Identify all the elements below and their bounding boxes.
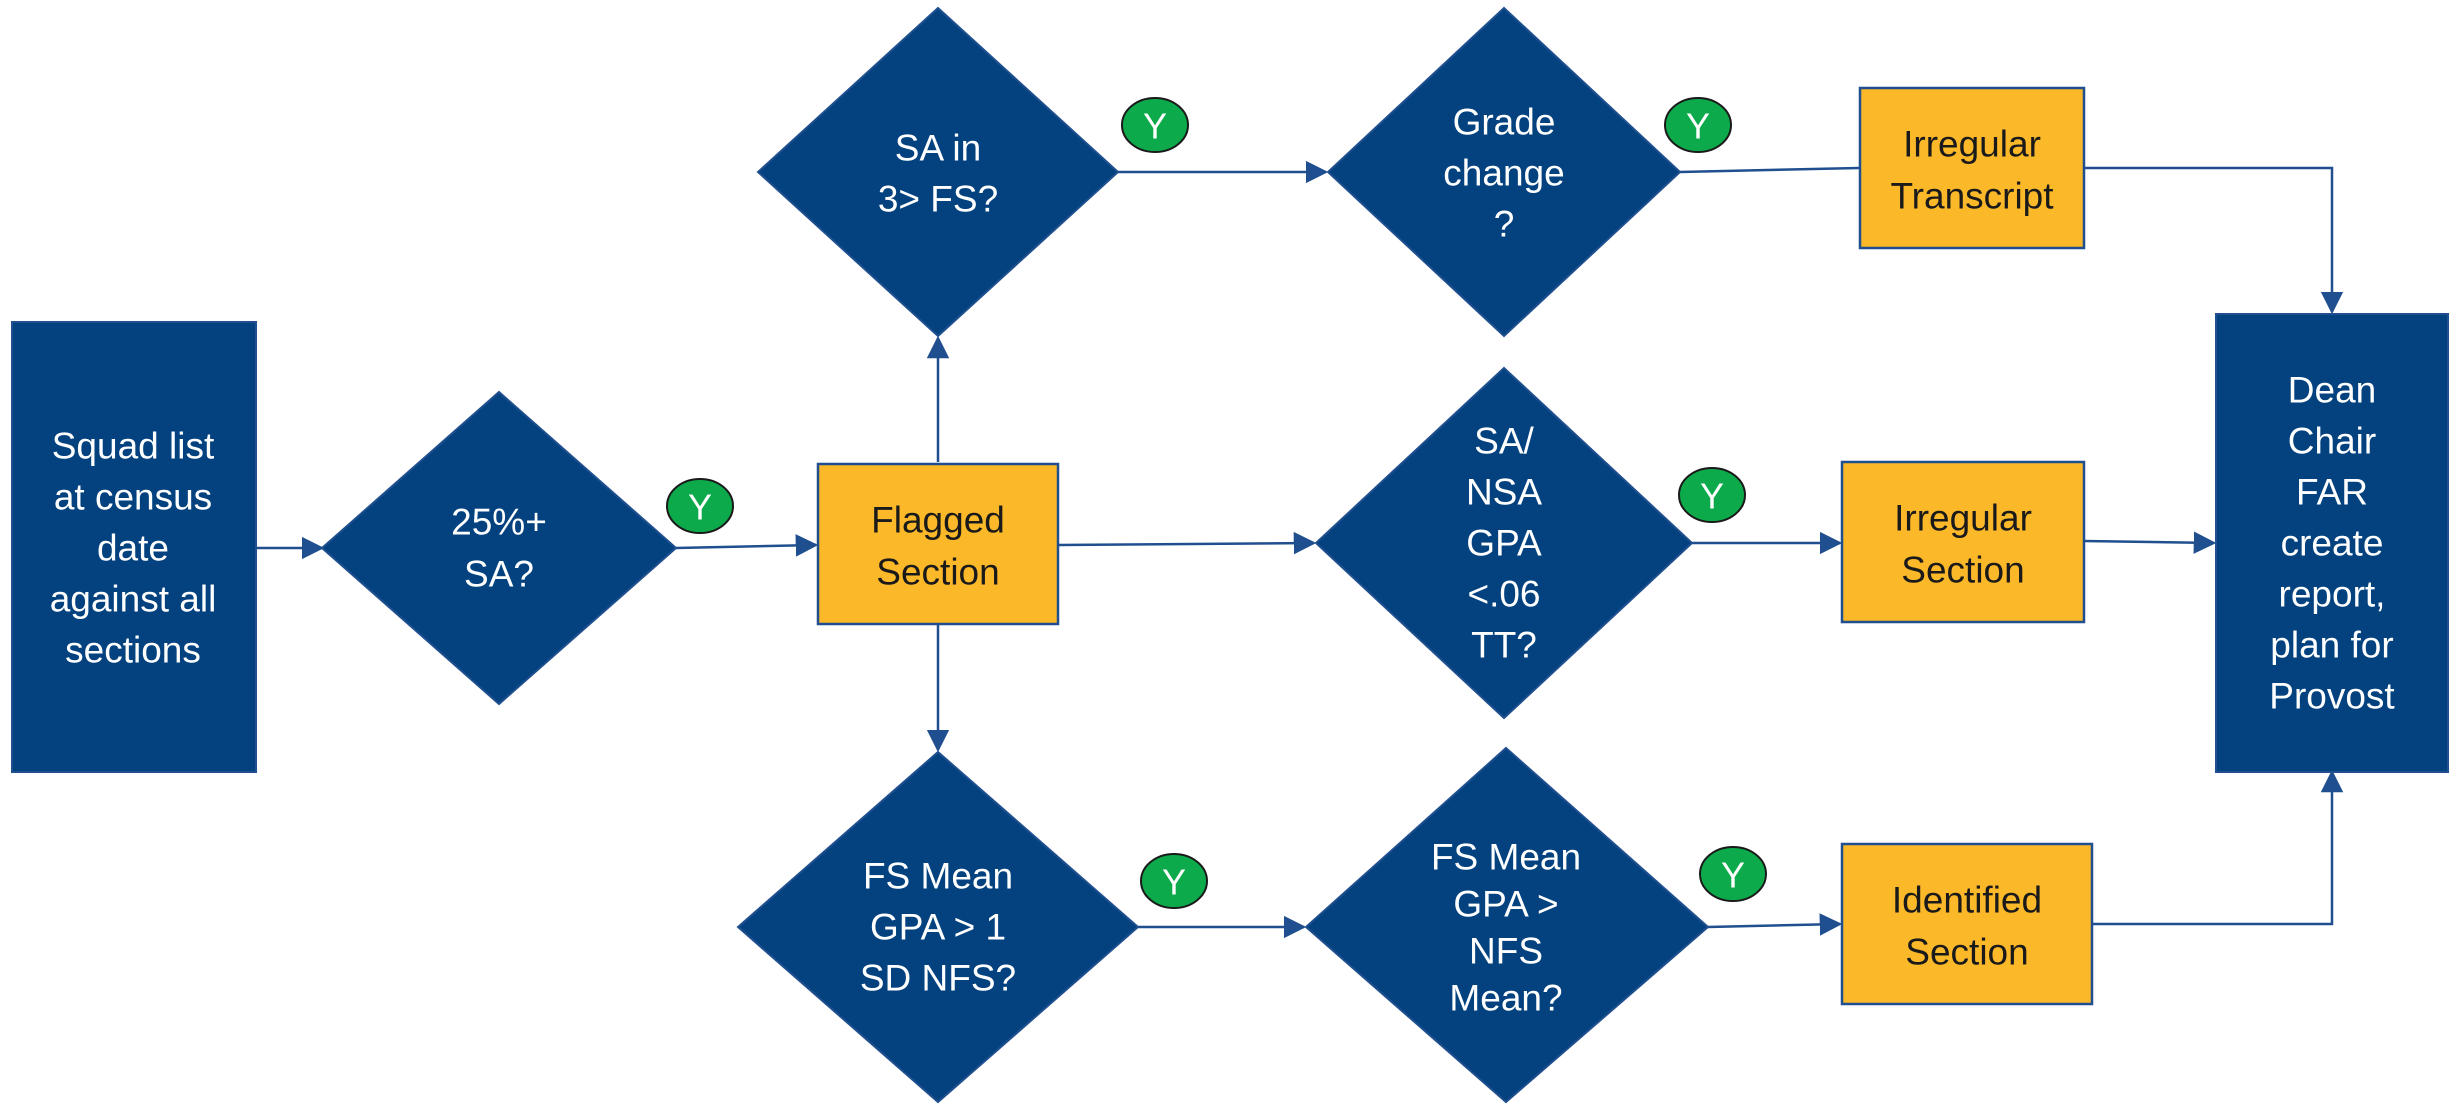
decision-sa-nsa-gpa: SA/ NSA GPA <.06 TT? (1314, 366, 1694, 720)
flagged-section-line-2: Section (876, 552, 999, 593)
squad-list-line-2: at census (54, 477, 212, 518)
connectors (256, 160, 2344, 939)
flagged-section-line-1: Flagged (871, 500, 1005, 541)
dean-chair-far-line-5: report, (2279, 574, 2386, 615)
yes-badge-sa-in-3: Y (1121, 97, 1189, 153)
decision-grade-change-line-3: ? (1494, 204, 1515, 245)
arrow-flagged-to-sa-nsa (1057, 531, 1317, 555)
irregular-section-line-1: Irregular (1894, 498, 2032, 539)
decision-sa-nsa-gpa-line-5: TT? (1471, 625, 1537, 666)
decision-sa-nsa-gpa-line-2: NSA (1466, 472, 1542, 513)
yes-badge-sa-nsa: Y (1678, 467, 1746, 523)
yes-badge-fs-mean-nfs: Y (1699, 846, 1767, 902)
arrow-identified-to-dean (2092, 769, 2344, 926)
squad-list-line-3: date (97, 528, 169, 569)
irregular-section-box: Irregular Section (1840, 460, 2086, 624)
squad-list-line-5: sections (65, 630, 201, 671)
yes-badge-label: Y (1143, 106, 1167, 147)
dean-chair-far-box: Dean Chair FAR create report, plan for P… (2215, 313, 2449, 773)
arrow-irregular-transcript-to-dean (2084, 166, 2344, 315)
yes-badge-grade-change: Y (1664, 97, 1732, 153)
squad-list-line-4: against all (50, 579, 217, 620)
decision-fs-mean-nfs-line-2: GPA > (1453, 884, 1558, 925)
yes-badge-sa25: Y (666, 478, 734, 534)
decision-fs-mean-1sd-line-1: FS Mean (863, 856, 1013, 897)
identified-section-line-2: Section (1905, 932, 2028, 973)
yes-badge-label: Y (1721, 855, 1745, 896)
dean-chair-far-line-4: create (2281, 523, 2384, 564)
irregular-transcript-line-2: Transcript (1890, 176, 2054, 217)
dean-chair-far-line-6: plan for (2270, 625, 2393, 666)
decision-sa-nsa-gpa-line-4: <.06 (1467, 574, 1540, 615)
decision-fs-mean-1sd-line-2: GPA > 1 (870, 907, 1006, 948)
flagged-section-box: Flagged Section (816, 462, 1060, 626)
yes-badge-label: Y (1686, 106, 1710, 147)
arrow-irregular-section-to-dean (2083, 531, 2217, 554)
decision-fs-mean-nfs-line-3: NFS (1469, 931, 1543, 972)
dean-chair-far-line-3: FAR (2296, 472, 2368, 513)
decision-fs-mean-1sd: FS Mean GPA > 1 SD NFS? (736, 750, 1140, 1104)
decision-sa-nsa-gpa-line-3: GPA (1466, 523, 1542, 564)
decision-25-sa: 25%+ SA? (320, 390, 678, 706)
dean-chair-far-line-1: Dean (2288, 370, 2376, 411)
decision-25-sa-line-1: 25%+ (451, 502, 547, 543)
arrow-fs-mean-nfs-to-identified (1707, 913, 1843, 936)
identified-section-line-1: Identified (1892, 880, 2042, 921)
irregular-transcript-line-1: Irregular (1903, 124, 2041, 165)
decision-fs-mean-1sd-line-3: SD NFS? (860, 958, 1016, 999)
irregular-transcript-box: Irregular Transcript (1858, 86, 2086, 250)
line-grade-change-to-irregular-transcript (1679, 166, 1860, 174)
decision-grade-change-line-1: Grade (1453, 102, 1556, 143)
yes-badge-label: Y (1700, 476, 1724, 517)
decision-grade-change-line-2: change (1443, 153, 1564, 194)
decision-fs-mean-nfs-line-1: FS Mean (1431, 837, 1581, 878)
yes-badge-fs-mean-1sd: Y (1140, 853, 1208, 909)
decision-fs-mean-nfs-line-4: Mean? (1449, 978, 1562, 1019)
arrow-sa25-to-flagged (675, 534, 819, 557)
dean-chair-far-line-7: Provost (2269, 676, 2395, 717)
identified-section-box: Identified Section (1840, 842, 2094, 1006)
decision-sa-in-3-fs: SA in 3> FS? (756, 6, 1120, 338)
decision-25-sa-line-2: SA? (464, 554, 534, 595)
squad-list-line-1: Squad list (52, 426, 215, 467)
irregular-section-line-2: Section (1901, 550, 2024, 591)
dean-chair-far-line-2: Chair (2288, 421, 2376, 462)
yes-badge-label: Y (688, 487, 712, 528)
decision-sa-in-3-fs-line-1: SA in (895, 128, 981, 169)
yes-badge-label: Y (1162, 862, 1186, 903)
decision-grade-change: Grade change ? (1326, 6, 1682, 338)
decision-sa-in-3-fs-line-2: 3> FS? (878, 179, 998, 220)
decision-sa-nsa-gpa-line-1: SA/ (1474, 421, 1534, 462)
squad-list-box: Squad list at census date against all se… (11, 321, 257, 773)
decision-fs-mean-nfs: FS Mean GPA > NFS Mean? (1304, 746, 1710, 1104)
